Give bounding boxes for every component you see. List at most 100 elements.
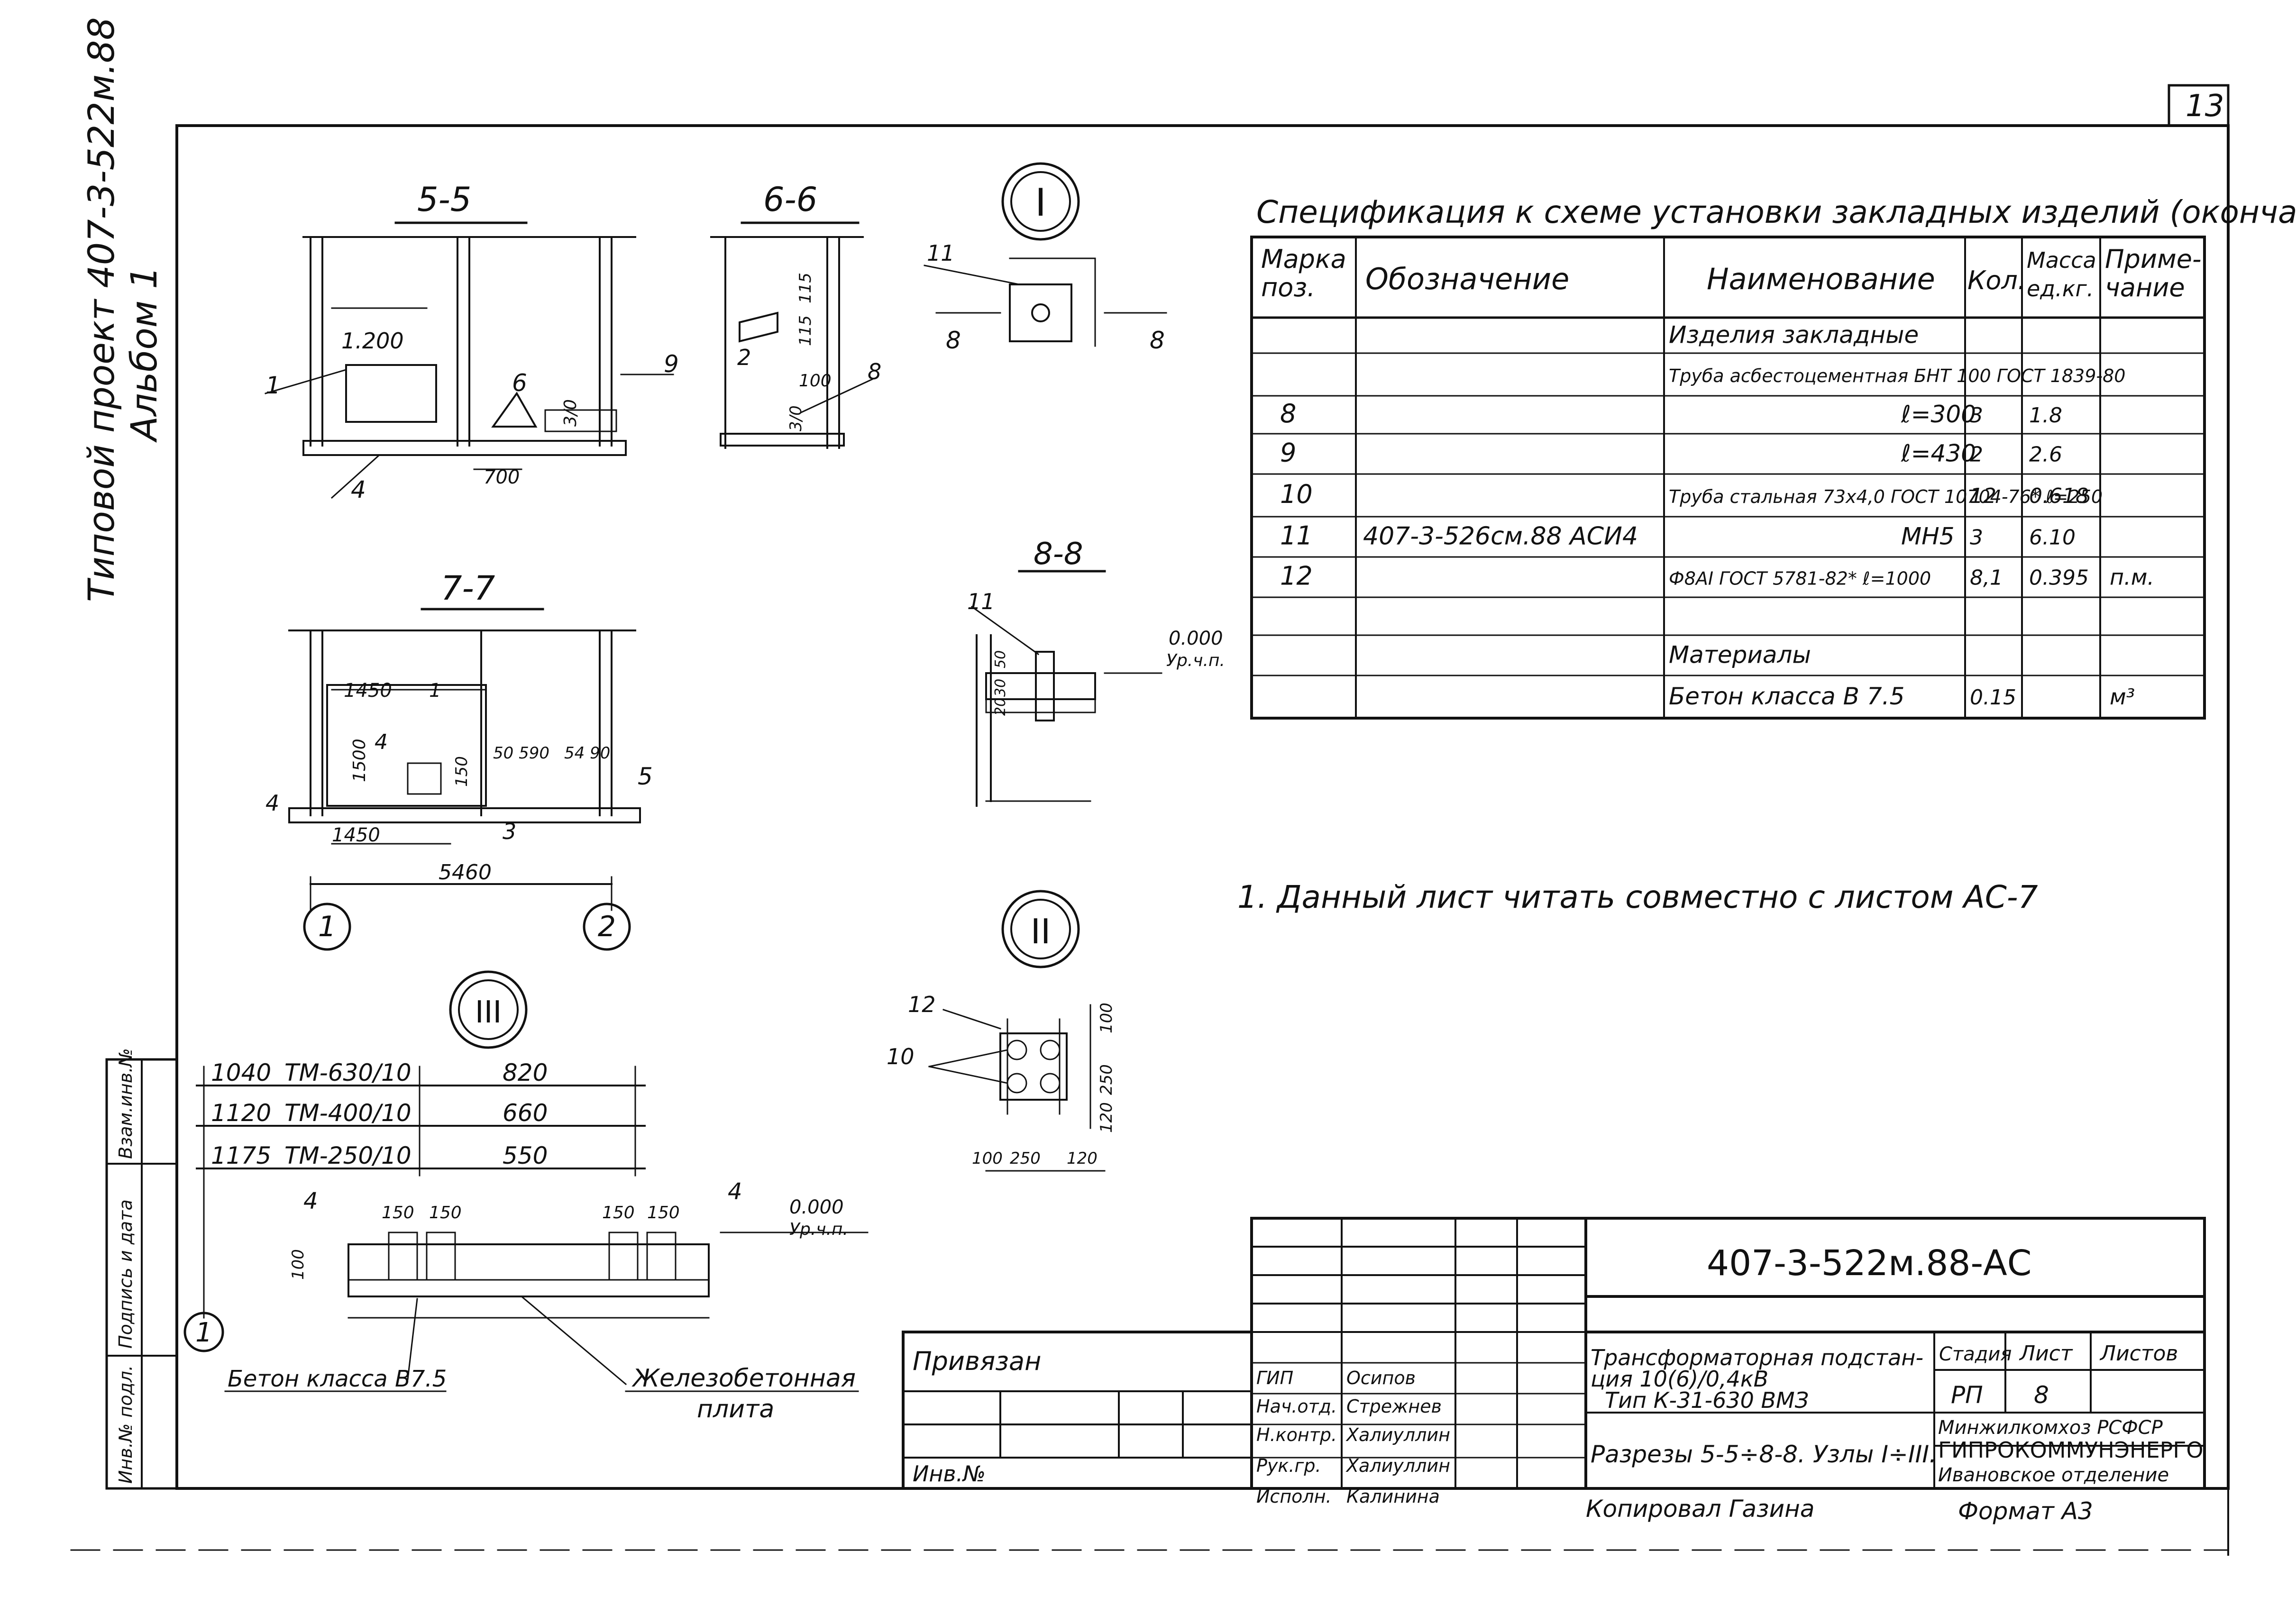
spec-header-mass-2: ед.кг.: [2027, 276, 2094, 301]
node-3-mark-2: 150: [382, 1203, 414, 1223]
spec-cell-mass: 1.8: [2029, 403, 2062, 428]
spec-cell-mass: 6.10: [2029, 526, 2076, 550]
s55-label-5: 4: [351, 476, 366, 503]
spec-cell-name: Бетон класса В 7.5: [1669, 683, 1904, 710]
spec-header-name: Наименование: [1707, 262, 1935, 296]
spec-cell-qty: 3: [1970, 403, 1983, 428]
sheet-number: 13: [2186, 89, 2224, 124]
node-3-mark-4: 150: [602, 1203, 635, 1223]
strip-inv-podl: Инв.№ подл.: [115, 1365, 136, 1484]
node-2-label-4: 250: [1097, 1064, 1116, 1095]
spec-header-mark-2: поз.: [1261, 273, 1315, 302]
node-2: II 12 10 100 250 120 100 250 120: [887, 890, 1116, 1172]
title-copied: Копировал Газина: [1586, 1495, 1814, 1523]
role-label: Н.контр.: [1256, 1424, 1337, 1445]
node-3-title: III: [475, 995, 502, 1030]
spec-header-mass-1: Масса: [2027, 247, 2096, 273]
spec-cell-mark: 12: [1280, 561, 1313, 591]
s77-label-7: 50 590: [493, 744, 549, 763]
s77-label-1: 1450: [344, 680, 392, 702]
spec-title: Спецификация к схеме установки закладных…: [1256, 194, 2296, 230]
node-3-row1-left: 1040: [211, 1059, 271, 1086]
role-label: Исполн.: [1256, 1486, 1332, 1507]
spec-cell-mark: 10: [1280, 479, 1313, 509]
title-bound: Привязан: [913, 1346, 1041, 1376]
spec-cell-note: м³: [2110, 684, 2135, 710]
node-2-label-2: 10: [887, 1044, 915, 1069]
spec-cell-designation: 407-3-526см.88 АСИ4: [1363, 522, 1638, 551]
s88-level-note: Ур.ч.п.: [1166, 651, 1225, 670]
node-3-row2-right: 660: [503, 1099, 548, 1127]
node-2-label-3: 100: [1097, 1003, 1116, 1033]
section-8-8-title: 8-8: [1034, 537, 1083, 572]
spec-cell-qty: 3: [1970, 526, 1983, 550]
s88-level: 0.000: [1169, 628, 1223, 649]
node-3-axis-1: 1: [195, 1317, 212, 1348]
s55-label-2: 1.200: [341, 328, 404, 354]
spec-header-note-1: Приме-: [2105, 244, 2201, 274]
spec-cell-note: п.м.: [2110, 565, 2154, 590]
s55-label-3: 6: [512, 369, 527, 397]
title-object-2: ция 10(6)/0,4кВ: [1591, 1366, 1768, 1392]
s77-label-3: 1500: [350, 739, 369, 782]
s55-label-4: 9: [664, 350, 679, 378]
spec-cell-mass: 0.618: [2029, 484, 2089, 508]
s77-label-4: 4: [375, 730, 388, 754]
s66-label-1: 2: [737, 345, 751, 370]
title-object-1: Трансформаторная подстан-: [1591, 1345, 1923, 1370]
node-2-label-5: 120: [1097, 1102, 1116, 1133]
spec-table: Спецификация к схеме установки закладных…: [1250, 194, 2296, 720]
role-person: Осипов: [1346, 1368, 1416, 1388]
node-2-label-7: 250: [1010, 1149, 1041, 1168]
node-3-row3-model: ТМ-250/10: [284, 1142, 412, 1169]
node-3-row2-left: 1120: [211, 1099, 271, 1127]
title-org-1: Минжилкомхоз РСФСР: [1938, 1417, 2163, 1439]
spec-cell-mark: 9: [1280, 438, 1296, 468]
strip-signature-date: Подпись и дата: [115, 1199, 136, 1349]
node-3-row1-right: 820: [503, 1059, 548, 1086]
node-1-label-1: 11: [927, 240, 955, 266]
s88-label-1: 11: [967, 589, 995, 614]
role-person: Стрежнев: [1346, 1396, 1442, 1417]
role-label: Рук.гр.: [1256, 1455, 1321, 1476]
node-3-row3-right: 550: [503, 1142, 548, 1169]
side-stamp-line2: Альбом 1: [123, 266, 165, 443]
role-label: ГИП: [1256, 1368, 1293, 1388]
spec-cell-mass: 2.6: [2029, 443, 2062, 467]
spec-cell-name: Ф8АI ГОСТ 5781-82* ℓ=1000: [1669, 568, 1931, 589]
title-format: Формат А3: [1958, 1497, 2093, 1525]
s66-label-3: 115: [796, 273, 815, 303]
s77-label-12: 5460: [439, 860, 492, 885]
axis-1-label: 1: [318, 910, 336, 943]
section-7-7: 7-7 1450 1 1500 4 5 150 50 590 54 90 4 1…: [265, 569, 653, 951]
s88-label-3: 30: [992, 679, 1009, 697]
s66-label-6: 3/0: [787, 405, 805, 431]
side-stamp-line1: Типовой проект 407-3-522м.88: [80, 17, 122, 602]
node-3-row1-model: ТМ-630/10: [284, 1059, 412, 1086]
role-person: Халиуллин: [1345, 1455, 1450, 1476]
section-6-6: 6-6 2 115 115 100 8 3/0: [710, 180, 881, 449]
spec-cell-qty: 12: [1970, 484, 1996, 508]
node-3-level-note: Ур.ч.п.: [789, 1220, 848, 1239]
s77-label-6: 150: [452, 756, 471, 787]
spec-header-note-2: чание: [2105, 273, 2185, 302]
node-2-label-6: 100: [972, 1149, 1003, 1168]
spec-cell-mark: 8: [1280, 399, 1296, 429]
node-3-row2-model: ТМ-400/10: [284, 1099, 412, 1127]
s77-label-8: 54 90: [564, 744, 610, 763]
spec-cell-qty: 2: [1970, 443, 1983, 467]
title-block: 407-3-522м.88-АС Трансформаторная подста…: [902, 1217, 2206, 1525]
spec-header-mark-1: Марка: [1261, 244, 1346, 274]
s77-label-2: 1: [429, 680, 441, 702]
s66-label-4: 100: [799, 371, 832, 391]
title-code: 407-3-522м.88-АС: [1707, 1243, 2031, 1284]
s77-label-9: 4: [265, 790, 279, 816]
section-6-6-title: 6-6: [763, 180, 817, 219]
section-5-5-title: 5-5: [417, 180, 471, 219]
role-person: Калинина: [1346, 1486, 1440, 1507]
section-8-8: 8-8 11 0.000 Ур.ч.п. 50 30 20: [967, 537, 1225, 807]
s77-label-10: 1450: [332, 824, 380, 846]
left-strip: Инв.№ подл. Подпись и дата Взам.инв.№: [105, 1048, 178, 1490]
